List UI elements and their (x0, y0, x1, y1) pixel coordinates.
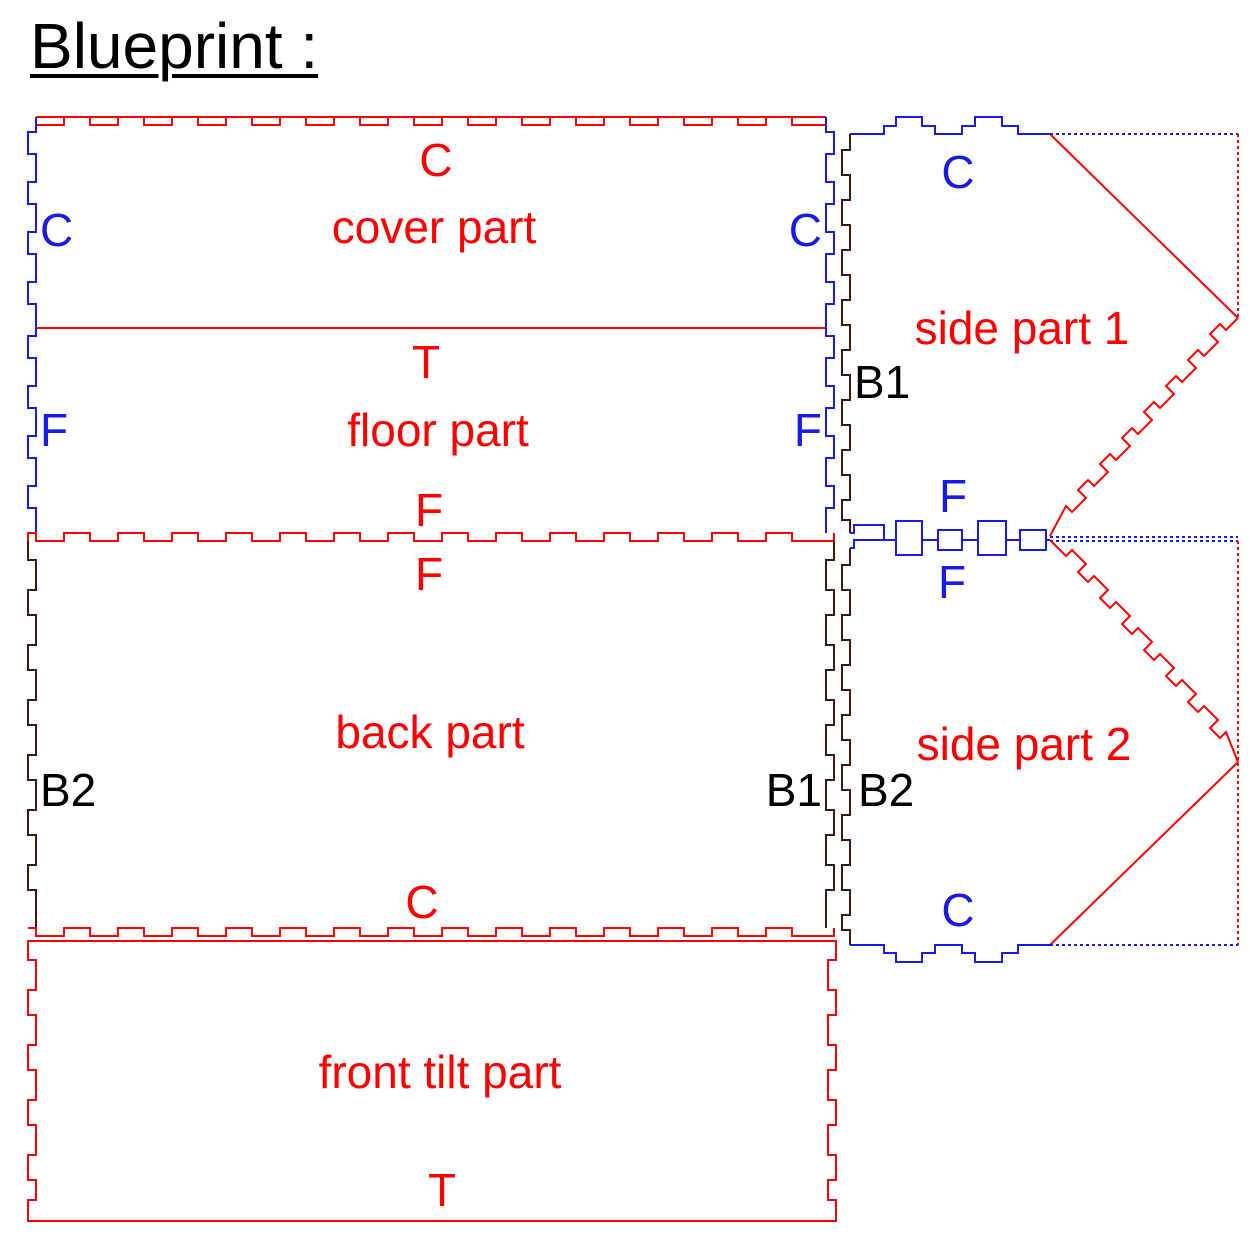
cover-top-edge (35, 116, 827, 126)
side1-top-edge (850, 116, 1050, 135)
floor-right-edge (825, 328, 835, 533)
side2-left-edge (841, 548, 851, 945)
floor-f-bottom-label: F (415, 484, 443, 536)
back-top-edge (27, 532, 835, 542)
side-middle-f-edge (850, 520, 1050, 556)
back-c-bottom-label: C (405, 876, 438, 928)
side-part-1-label: side part 1 (915, 302, 1130, 354)
front-tilt-outline (27, 940, 837, 1222)
side2-f-label: F (938, 556, 966, 608)
back-part (27, 532, 835, 937)
side1-c-label: C (941, 146, 974, 198)
front-tilt-part-label: front tilt part (319, 1046, 562, 1098)
floor-f-left-label: F (40, 404, 68, 456)
back-bottom-edge (28, 927, 835, 937)
side2-bottom-edge (850, 944, 1050, 963)
floor-t-label: T (412, 336, 440, 388)
side-shared-edge (850, 520, 1238, 556)
blueprint-title: Blueprint : (30, 10, 319, 82)
cover-left-edge (27, 117, 37, 328)
back-b1-right-label: B1 (766, 764, 822, 816)
floor-part (27, 328, 835, 533)
cover-c-top-label: C (419, 134, 452, 186)
floor-left-edge (27, 328, 37, 533)
side-part-1 (841, 116, 1239, 537)
side2-c-label: C (941, 884, 974, 936)
side2-diagonal-bottom (1049, 761, 1239, 946)
cover-right-edge (825, 117, 835, 328)
side1-diagonal-bottom (1049, 317, 1239, 537)
cover-part-label: cover part (332, 201, 537, 253)
back-right-edge (825, 541, 835, 928)
side1-left-edge (841, 134, 851, 533)
side1-diagonal-top (1049, 133, 1239, 319)
floor-part-label: floor part (347, 404, 529, 456)
cover-c-left-label: C (40, 204, 73, 256)
front-t-label: T (428, 1164, 456, 1216)
back-left-edge (27, 541, 37, 928)
back-f-top-label: F (415, 548, 443, 600)
side-middle-dotted (1050, 536, 1238, 542)
front-tilt-part (27, 940, 837, 1222)
side2-diagonal-top (1049, 539, 1239, 763)
side1-b1-label: B1 (854, 356, 910, 408)
cover-part (27, 116, 835, 328)
back-b2-left-label: B2 (40, 764, 96, 816)
side-part-2-label: side part 2 (917, 718, 1132, 770)
side-part-2 (841, 539, 1239, 963)
floor-f-right-label: F (794, 404, 822, 456)
side2-b2-label: B2 (858, 764, 914, 816)
cover-c-right-label: C (789, 204, 822, 256)
back-part-label: back part (335, 706, 524, 758)
side1-f-label: F (939, 470, 967, 522)
